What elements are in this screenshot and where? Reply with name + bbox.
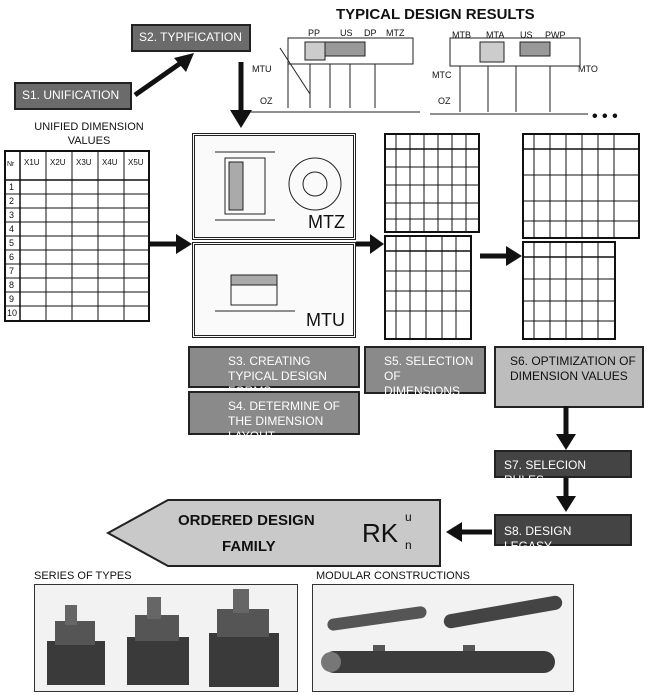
optimization-table-upper-lines: [524, 135, 638, 237]
series-of-types-image: [34, 584, 298, 692]
label-mtb: MTB: [452, 30, 471, 40]
row-num: 5: [9, 238, 14, 248]
mtz-label: MTZ: [308, 212, 345, 233]
arrow-s5-to-s6: [478, 244, 524, 268]
arrow-s8-to-family: [446, 520, 494, 544]
drawing-mtu: MTU: [192, 242, 356, 338]
step-s1-unification: S1. UNIFICATION: [14, 82, 132, 110]
arrow-s1-to-s2: [130, 50, 200, 100]
table-header-x1: X1U: [24, 158, 40, 167]
label-mtu: MTU: [252, 64, 272, 74]
selection-table-lower: [384, 235, 472, 340]
step-s7-selection-rules: S7. SELECION RULES: [494, 450, 632, 478]
arrow-s7-to-s8: [553, 478, 579, 514]
row-num: 10: [7, 308, 17, 318]
unified-dimension-table: Nr X1U X2U X3U X4U X5U 1 2 3 4 5 6 7 8 9…: [4, 150, 150, 322]
table-header-nr: Nr: [7, 161, 14, 168]
arrow-drawings-to-tables: [356, 232, 386, 256]
row-num: 3: [9, 210, 14, 220]
step-s5-selection: S5. SELECTION OF DIMENSIONS: [364, 346, 486, 394]
modular-constructions-render: [313, 585, 573, 691]
unified-values-label: UNIFIED DIMENSION VALUES: [14, 120, 164, 149]
family-line1: ORDERED DESIGN: [178, 512, 315, 529]
drawing-mtz: MTZ: [192, 133, 356, 240]
label-us: US: [340, 28, 353, 38]
label-pwp: PWP: [545, 30, 566, 40]
arrow-s6-to-s7: [553, 406, 579, 452]
mtu-label: MTU: [306, 310, 345, 331]
arrow-table-to-drawings: [150, 232, 194, 256]
selection-table-lower-lines: [386, 237, 470, 338]
series-of-types-render: [35, 585, 297, 691]
selection-table-upper: [384, 133, 480, 233]
selection-table-upper-lines: [386, 135, 478, 231]
table-header-x4: X4U: [102, 158, 118, 167]
table-header-x3: X3U: [76, 158, 92, 167]
row-num: 6: [9, 252, 14, 262]
label-mtc: MTC: [432, 70, 452, 80]
label-pp: PP: [308, 28, 320, 38]
row-num: 1: [9, 182, 14, 192]
family-symbol: RK: [362, 518, 398, 549]
row-num: 4: [9, 224, 14, 234]
step-s8-design-legacy: S8. DESIGN LEGASY: [494, 514, 632, 546]
label-mta: MTA: [486, 30, 504, 40]
typical-design-drawing-left: [250, 28, 425, 122]
typical-design-drawing-right: [430, 28, 590, 122]
label-dp: DP: [364, 28, 377, 38]
caption-series-of-types: SERIES OF TYPES: [34, 570, 132, 582]
table-header-x2: X2U: [50, 158, 66, 167]
optimization-table-lower: [522, 241, 616, 340]
optimization-table-lower-lines: [524, 243, 614, 338]
label-oz: OZ: [260, 96, 273, 106]
label-us-right: US: [520, 30, 533, 40]
caption-modular-constructions: MODULAR CONSTRUCTIONS: [316, 570, 470, 582]
label-mto: MTO: [578, 64, 598, 74]
label-mtz: MTZ: [386, 28, 405, 38]
step-s4-dimension-layout: S4. DETERMINE OF THE DIMENSION LAYOUT: [188, 391, 360, 435]
ellipsis: • • •: [592, 108, 618, 126]
diagram-title: TYPICAL DESIGN RESULTS: [336, 6, 535, 23]
row-num: 9: [9, 294, 14, 304]
row-num: 8: [9, 280, 14, 290]
family-line2: FAMILY: [222, 538, 276, 555]
step-s6-optimization: S6. OPTIMIZATION OF DIMENSION VALUES: [494, 346, 644, 408]
step-s3-creating-forms: S3. CREATING TYPICAL DESIGN FORMS: [188, 346, 360, 388]
row-num: 2: [9, 196, 14, 206]
unified-table-lines: [6, 152, 148, 320]
row-num: 7: [9, 266, 14, 276]
optimization-table-upper: [522, 133, 640, 239]
family-symbol-main: RK: [362, 518, 398, 548]
modular-constructions-image: [312, 584, 574, 692]
family-symbol-sub: n: [405, 538, 412, 552]
family-symbol-sup: u: [405, 510, 412, 524]
step-s2-typification: S2. TYPIFICATION: [131, 24, 251, 52]
table-header-x5: X5U: [128, 158, 144, 167]
label-oz-right: OZ: [438, 96, 451, 106]
